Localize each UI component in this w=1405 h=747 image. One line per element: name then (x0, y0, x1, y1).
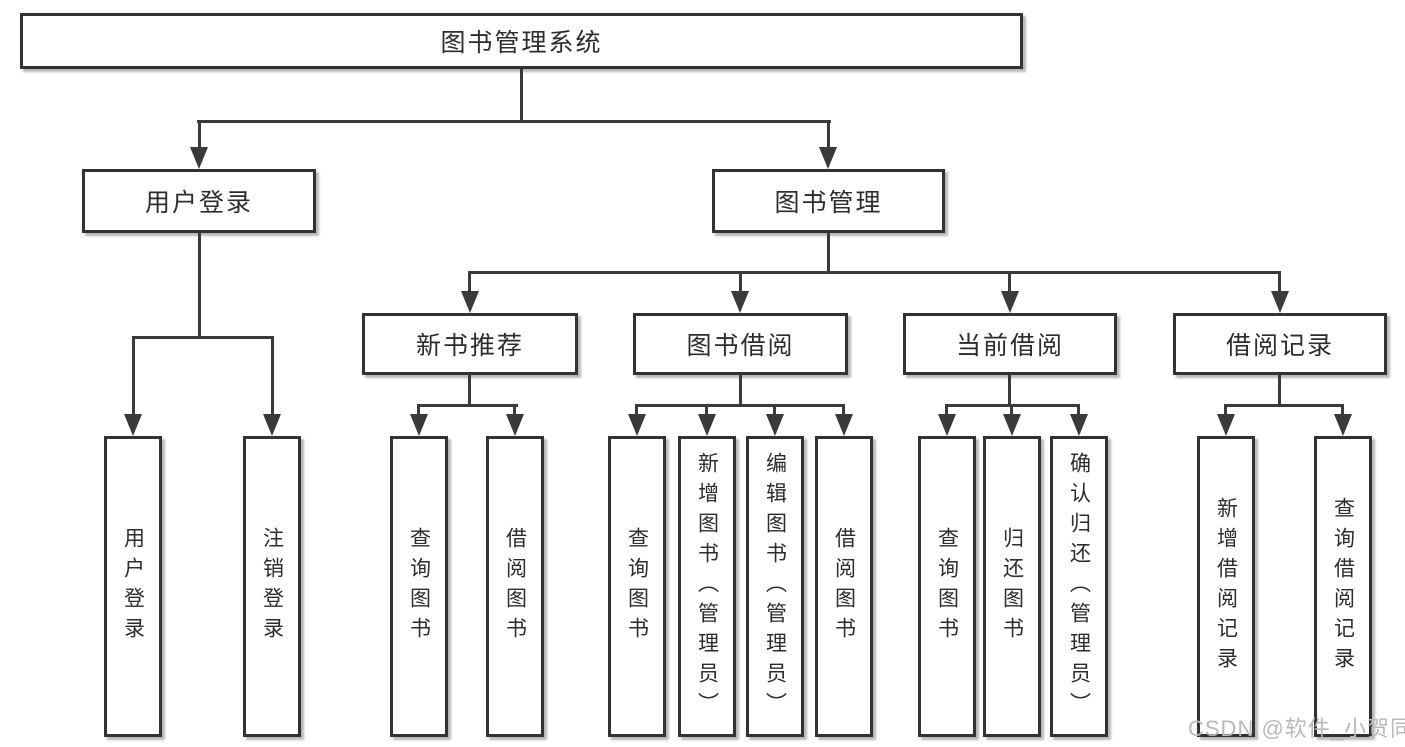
leaf-logout: 注销登录 (243, 436, 301, 737)
arrow-down-icon (124, 414, 142, 436)
arrow-down-icon (1217, 414, 1235, 436)
connector-line (198, 120, 201, 148)
arrow-down-icon (766, 414, 784, 436)
node-label: 查询图书 (935, 526, 959, 647)
connector-line (773, 404, 776, 416)
arrow-down-icon (1334, 414, 1352, 436)
arrow-down-icon (731, 291, 749, 313)
leaf-add-books-admin: 新增图书（管理员） (678, 436, 736, 737)
node-label: 确认归还（管理员） (1067, 451, 1091, 722)
connector-line (705, 404, 708, 416)
connector-line (468, 271, 1281, 274)
connector-line (468, 375, 471, 406)
arrow-down-icon (190, 147, 208, 169)
connector-line (1224, 404, 1227, 416)
node-label: 图书管理系统 (440, 29, 603, 57)
arrow-down-icon (1001, 291, 1019, 313)
node-label: 用户登录 (144, 189, 253, 217)
node-label: 查询图书 (625, 526, 649, 647)
node-library-management-system: 图书管理系统 (20, 13, 1023, 69)
arrow-down-icon (263, 414, 281, 436)
node-label: 注销登录 (260, 526, 284, 647)
connector-line (635, 404, 845, 407)
connector-line (513, 404, 516, 416)
node-label: 当前借阅 (955, 332, 1064, 360)
leaf-query-books-borrowing: 查询图书 (608, 436, 666, 737)
arrow-down-icon (1070, 414, 1088, 436)
leaf-confirm-return-admin: 确认归还（管理员） (1050, 436, 1108, 737)
node-book-management: 图书管理 (712, 169, 945, 233)
node-book-borrowing: 图书借阅 (633, 313, 848, 375)
connector-line (1341, 404, 1344, 416)
connector-line (1008, 271, 1011, 293)
connector-line (417, 404, 518, 407)
leaf-user-login: 用户登录 (104, 436, 162, 737)
connector-line (827, 233, 830, 273)
connector-line (1278, 375, 1281, 406)
connector-line (635, 404, 638, 416)
connector-line (1224, 404, 1344, 407)
connector-line (132, 336, 135, 416)
connector-line (739, 375, 742, 406)
connector-line (1278, 271, 1281, 293)
node-label: 新增图书（管理员） (695, 451, 719, 722)
node-label: 借阅记录 (1225, 332, 1334, 360)
connector-line (417, 404, 420, 416)
node-current-borrowing: 当前借阅 (903, 313, 1117, 375)
connector-line (197, 120, 831, 123)
node-label: 编辑图书（管理员） (763, 451, 787, 722)
leaf-query-borrow-record: 查询借阅记录 (1314, 436, 1372, 737)
leaf-query-books-current: 查询图书 (918, 436, 976, 737)
watermark: CSDN @软件_小贺同学 (1188, 716, 1405, 741)
arrow-down-icon (461, 291, 479, 313)
connector-line (827, 120, 830, 148)
node-user-login: 用户登录 (82, 169, 316, 233)
connector-line (842, 404, 845, 416)
arrow-down-icon (698, 414, 716, 436)
node-new-book-recommendation: 新书推荐 (362, 313, 578, 375)
node-label: 借阅图书 (503, 526, 527, 647)
leaf-borrow-books-recommend: 借阅图书 (486, 436, 544, 737)
node-label: 查询图书 (407, 526, 431, 647)
arrow-down-icon (835, 414, 853, 436)
arrow-down-icon (410, 414, 428, 436)
node-borrowing-records: 借阅记录 (1173, 313, 1387, 375)
connector-line (1010, 404, 1013, 416)
node-label: 用户登录 (121, 526, 145, 647)
arrow-down-icon (628, 414, 646, 436)
connector-line (1008, 375, 1011, 406)
arrow-down-icon (1271, 291, 1289, 313)
connector-line (1077, 404, 1080, 416)
connector-line (739, 271, 742, 293)
connector-line (520, 69, 523, 122)
leaf-return-books: 归还图书 (983, 436, 1041, 737)
connector-line (945, 404, 948, 416)
node-label: 图书管理 (774, 189, 883, 217)
connector-line (468, 271, 471, 293)
node-label: 查询借阅记录 (1331, 496, 1355, 677)
connector-line (198, 233, 201, 338)
node-label: 借阅图书 (832, 526, 856, 647)
node-label: 新书推荐 (415, 332, 524, 360)
connector-line (271, 336, 274, 416)
node-label: 归还图书 (1000, 526, 1024, 647)
arrow-down-icon (938, 414, 956, 436)
leaf-edit-books-admin: 编辑图书（管理员） (746, 436, 804, 737)
node-label: 图书借阅 (686, 332, 795, 360)
arrow-down-icon (1003, 414, 1021, 436)
arrow-down-icon (819, 147, 837, 169)
connector-line (132, 336, 274, 339)
leaf-borrow-books-borrowing: 借阅图书 (815, 436, 873, 737)
node-label: 新增借阅记录 (1214, 496, 1238, 677)
arrow-down-icon (506, 414, 524, 436)
leaf-query-books-recommend: 查询图书 (390, 436, 448, 737)
leaf-add-borrow-record: 新增借阅记录 (1197, 436, 1255, 737)
